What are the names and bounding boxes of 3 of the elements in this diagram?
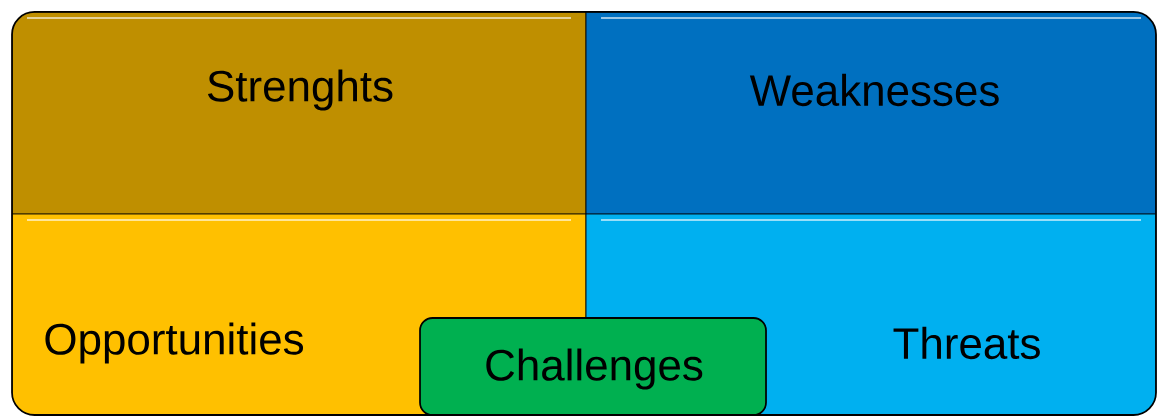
challenge-box: Challenges — [419, 317, 767, 416]
quadrant-box: Strenghts — [12, 12, 587, 215]
quadrant-box: Weaknesses — [585, 12, 1156, 215]
